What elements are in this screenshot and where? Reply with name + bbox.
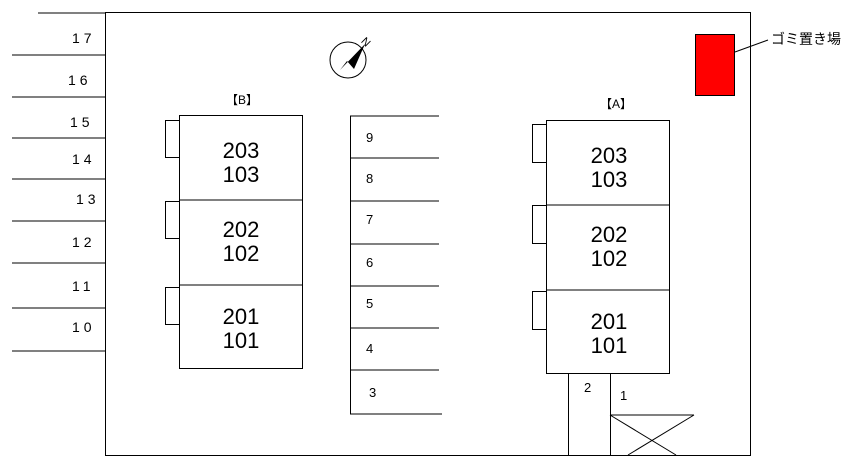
balcony xyxy=(532,124,547,163)
building-b: 【B】 203 103 202 102 201 101 xyxy=(165,93,303,369)
unit-a-201: 201 xyxy=(591,309,628,334)
parking-spot-7: 7 xyxy=(366,212,373,227)
parking-spot-14: 14 xyxy=(72,151,96,167)
parking-spot-4: 4 xyxy=(366,341,373,356)
parking-spot-5: 5 xyxy=(366,296,373,311)
parking-spot-11: 11 xyxy=(72,278,95,294)
parking-spot-3: 3 xyxy=(369,385,376,400)
site-boundary xyxy=(105,12,751,456)
garbage-area-label: ゴミ置き場 xyxy=(771,31,841,47)
unit-b-202: 202 xyxy=(223,217,260,242)
building-b-label: 【B】 xyxy=(226,93,258,107)
unit-b-101: 101 xyxy=(223,328,260,353)
parking-spot-12: 12 xyxy=(72,234,96,250)
parking-spot-8: 8 xyxy=(366,171,373,186)
parking-spot-9: 9 xyxy=(366,130,373,145)
bottom-right-parking: 2 1 xyxy=(568,374,695,456)
unit-b-103: 103 xyxy=(223,162,260,187)
center-parking-column: 9 8 7 6 5 4 3 xyxy=(350,115,442,415)
balcony xyxy=(165,120,180,158)
balcony xyxy=(165,287,180,325)
unit-b-102: 102 xyxy=(223,241,260,266)
unit-a-203: 203 xyxy=(591,143,628,168)
balcony xyxy=(165,201,180,239)
unit-a-202: 202 xyxy=(591,222,628,247)
balcony xyxy=(532,205,547,244)
north-arrow-icon: N xyxy=(329,35,372,79)
parking-spot-1: 1 xyxy=(620,388,627,403)
unit-a-102: 102 xyxy=(591,246,628,271)
garbage-area xyxy=(695,34,735,96)
unit-b-203: 203 xyxy=(223,138,260,163)
parking-spot-10: 10 xyxy=(72,319,96,335)
balcony xyxy=(532,291,547,330)
left-parking-column: 17 16 15 14 13 12 11 10 xyxy=(12,12,105,352)
parking-spot-13: 13 xyxy=(76,191,100,207)
unit-a-101: 101 xyxy=(591,333,628,358)
parking-spot-6: 6 xyxy=(366,255,373,270)
unit-a-103: 103 xyxy=(591,167,628,192)
building-a-label: 【A】 xyxy=(600,97,632,111)
garbage-leader-line xyxy=(734,39,769,53)
parking-spot-16: 16 xyxy=(68,72,92,88)
building-a: 【A】 203 103 202 102 201 101 xyxy=(532,97,670,374)
parking-spot-15: 15 xyxy=(70,114,94,130)
parking-spot-17: 17 xyxy=(72,30,96,46)
unit-b-201: 201 xyxy=(223,304,260,329)
parking-spot-2: 2 xyxy=(584,380,591,395)
